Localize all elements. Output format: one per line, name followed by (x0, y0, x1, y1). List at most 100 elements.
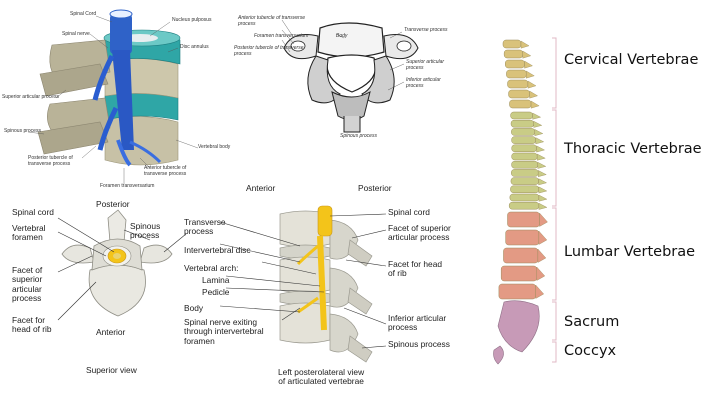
thoracic-vertebra-process (538, 202, 548, 210)
label-thoracic-vertebrae: Thoracic Vertebrae (564, 141, 702, 157)
lumbar-vertebra (507, 211, 540, 228)
sacrum-bone (497, 300, 540, 353)
cervical-vertebra (502, 39, 522, 49)
cervical-vertebra (507, 79, 529, 89)
label-spinous-process-3d: Spinous process (4, 128, 41, 134)
label-anterior-superior: Anterior (96, 327, 126, 337)
cervical-vertebra-process (520, 40, 530, 49)
label-nucleus-pulposus: Nucleus pulposus (172, 17, 212, 23)
label-spinous-sketch: Spinous process (340, 133, 377, 139)
thoracic-vertebra-process (532, 112, 542, 120)
cervical-vertebra (505, 59, 525, 69)
label-facet-superior-articular: Facet of superior articular process (12, 265, 43, 304)
label-lumbar-vertebrae: Lumbar Vertebrae (564, 244, 696, 260)
bracket-sacrum (552, 301, 557, 341)
thoracic-vertebra-process (536, 145, 546, 153)
cervical-vertebra-process (530, 100, 540, 109)
coccyx-bone (493, 345, 504, 365)
cervical-3d-graphic (27, 9, 199, 184)
thoracic-vertebra-process (538, 186, 548, 194)
label-anterior-tubercle-3d: Anterior tubercle of transverse process (144, 165, 187, 177)
label-anterior-posterolateral: Anterior (246, 183, 276, 193)
cervical-3d-illustration: Spinal Cord Nucleus pulposus Spinal nerv… (0, 0, 230, 190)
thoracic-vertebra (511, 144, 537, 153)
label-foramen-transversarium-3d: Foramen transversarium (100, 183, 155, 189)
label-superior-articular-process-3d: Superior articular process (2, 94, 59, 100)
thoracic-vertebra (510, 185, 540, 194)
bracket-thoracic (552, 109, 557, 207)
label-superior-articular-sketch: Superior articular process (406, 59, 445, 71)
label-body-sketch: Body (336, 33, 348, 39)
thoracic-vertebra-process (538, 178, 548, 186)
bracket-lumbar (552, 207, 557, 301)
thoracic-vertebra (511, 136, 536, 144)
label-inferior-articular-process: Inferior articular process (388, 313, 447, 333)
thoracic-vertebra-process (537, 153, 546, 161)
label-cervical-vertebrae: Cervical Vertebrae (564, 52, 699, 68)
label-spinal-nerve-exiting: Spinal nerve exiting through interverteb… (184, 317, 264, 346)
label-vertebral-foramen: Vertebral foramen (12, 223, 46, 243)
label-spinous-process-posterolateral: Spinous process (388, 339, 450, 349)
label-posterior-superior: Posterior (96, 199, 130, 209)
cervical-vertebra-process (529, 90, 539, 99)
label-pedicle: Pedicle (202, 287, 230, 297)
lumbar-vertebra (498, 283, 536, 300)
caption-superior-view: Superior view (86, 365, 137, 375)
cervical-vertebra-process (527, 80, 537, 89)
spinal-column-graphic (493, 37, 557, 365)
thoracic-vertebra-process (538, 194, 548, 202)
label-vertebral-arch: Vertebral arch: (184, 263, 239, 273)
cervical-vertebra-process (522, 50, 532, 59)
label-foramen-sketch: Foramen transversarium (254, 33, 309, 39)
superior-view-diagram: Posterior Spinal cord Vertebral foramen … (0, 190, 240, 404)
cervical-superior-sketch: Anterior tubercle of transverse process … (232, 8, 462, 148)
label-body: Body (184, 303, 204, 313)
label-inferior-articular-sketch: Inferior articular process (406, 77, 441, 89)
lumbar-vertebra (505, 229, 540, 246)
label-spinal-cord-superior: Spinal cord (12, 207, 54, 217)
cervical-vertebra-process (524, 60, 533, 69)
label-posterior-posterolateral: Posterior (358, 183, 392, 193)
label-intervertebral-disc: Intervertebral disc (184, 245, 251, 255)
cervical-vertebra (506, 69, 527, 79)
thoracic-vertebra (509, 193, 540, 202)
thoracic-vertebra-process (538, 170, 547, 177)
thoracic-vertebra (511, 152, 538, 161)
superior-view-graphic (57, 209, 187, 321)
posterolateral-view-diagram: Anterior Posterior Transverse process In… (180, 180, 470, 404)
label-transverse-process: Transverse process (184, 217, 226, 237)
lumbar-vertebra (503, 247, 539, 264)
cervical-vertebra (509, 99, 532, 109)
label-spinal-cord-posterolateral: Spinal cord (388, 207, 430, 217)
lumbar-vertebra (500, 265, 538, 282)
lumbar-vertebra-process (536, 266, 546, 281)
cervical-vertebra (503, 49, 523, 59)
label-vertebral-body-3d: Vertebral body (198, 144, 231, 150)
lumbar-vertebra-process (538, 230, 548, 245)
label-facet-superior-posterolateral: Facet of superior articular process (388, 223, 451, 243)
bracket-cervical (552, 37, 557, 109)
lumbar-vertebra-process (537, 248, 547, 263)
thoracic-vertebra (510, 119, 535, 128)
label-lamina: Lamina (202, 275, 230, 285)
bracket-coccyx (552, 341, 557, 363)
label-coccyx: Coccyx (564, 343, 617, 359)
thoracic-vertebra (511, 169, 539, 177)
caption-posterolateral-view: Left posterolateral view of articulated … (278, 367, 365, 387)
label-spinal-nerve-3d: Spinal nerve (62, 31, 90, 37)
label-anterior-tubercle-sketch: Anterior tubercle of transverse process (238, 15, 305, 27)
thoracic-vertebra (508, 201, 540, 210)
label-posterior-tubercle-sketch: Posterior tubercle of transverse process (234, 45, 304, 57)
region-brackets (552, 37, 557, 363)
label-spinal-cord-3d: Spinal Cord (70, 11, 97, 17)
label-posterior-tubercle-3d: Posterior tubercle of transverse process (28, 155, 73, 167)
label-facet-rib-posterolateral: Facet for head of rib (388, 259, 443, 279)
thoracic-vertebra-process (534, 129, 544, 136)
lumbar-vertebra-process (539, 212, 548, 227)
thoracic-vertebra-process (533, 120, 543, 128)
thoracic-vertebra (511, 160, 539, 169)
cervical-sketch-graphic (281, 19, 419, 133)
spine-vertebrae-group (493, 39, 548, 365)
thoracic-vertebra-process (537, 161, 547, 169)
label-disc-annulus: Disc annulus (180, 44, 209, 50)
